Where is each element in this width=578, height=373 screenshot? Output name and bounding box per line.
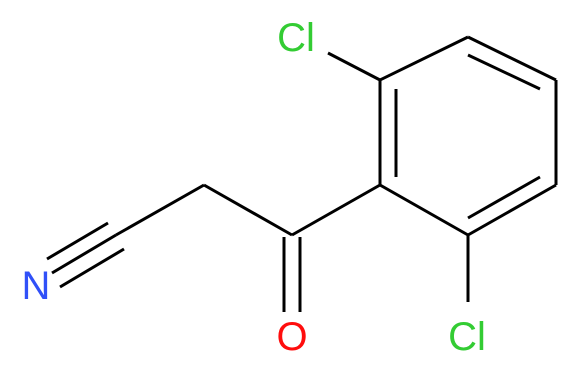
bond-nitrile-triple-2	[46, 221, 109, 261]
atom-chlorine-top: Cl	[277, 16, 315, 60]
ring-bond-c3-c4-inner	[467, 53, 541, 91]
bond-ch2-nitrile-c	[115, 183, 205, 237]
atom-chlorine-bottom: Cl	[448, 315, 486, 359]
atom-oxygen: O	[276, 315, 307, 359]
bond-carbonyl-ch2	[203, 183, 293, 237]
ring-bond-c5-c6-inner	[467, 175, 541, 220]
ring-bond-c3-c4	[467, 35, 557, 82]
ring-bond-c2-c3	[379, 35, 469, 82]
ring-bond-c6-c1	[379, 183, 469, 237]
atom-nitrogen: N	[22, 264, 51, 308]
ring-bond-c5-c6	[467, 183, 557, 237]
bond-c2-cl-top	[327, 51, 381, 82]
bond-ring-carbonyl	[291, 183, 381, 237]
bond-nitrile-triple-3	[59, 247, 125, 289]
bond-nitrile-triple-1	[51, 233, 117, 275]
